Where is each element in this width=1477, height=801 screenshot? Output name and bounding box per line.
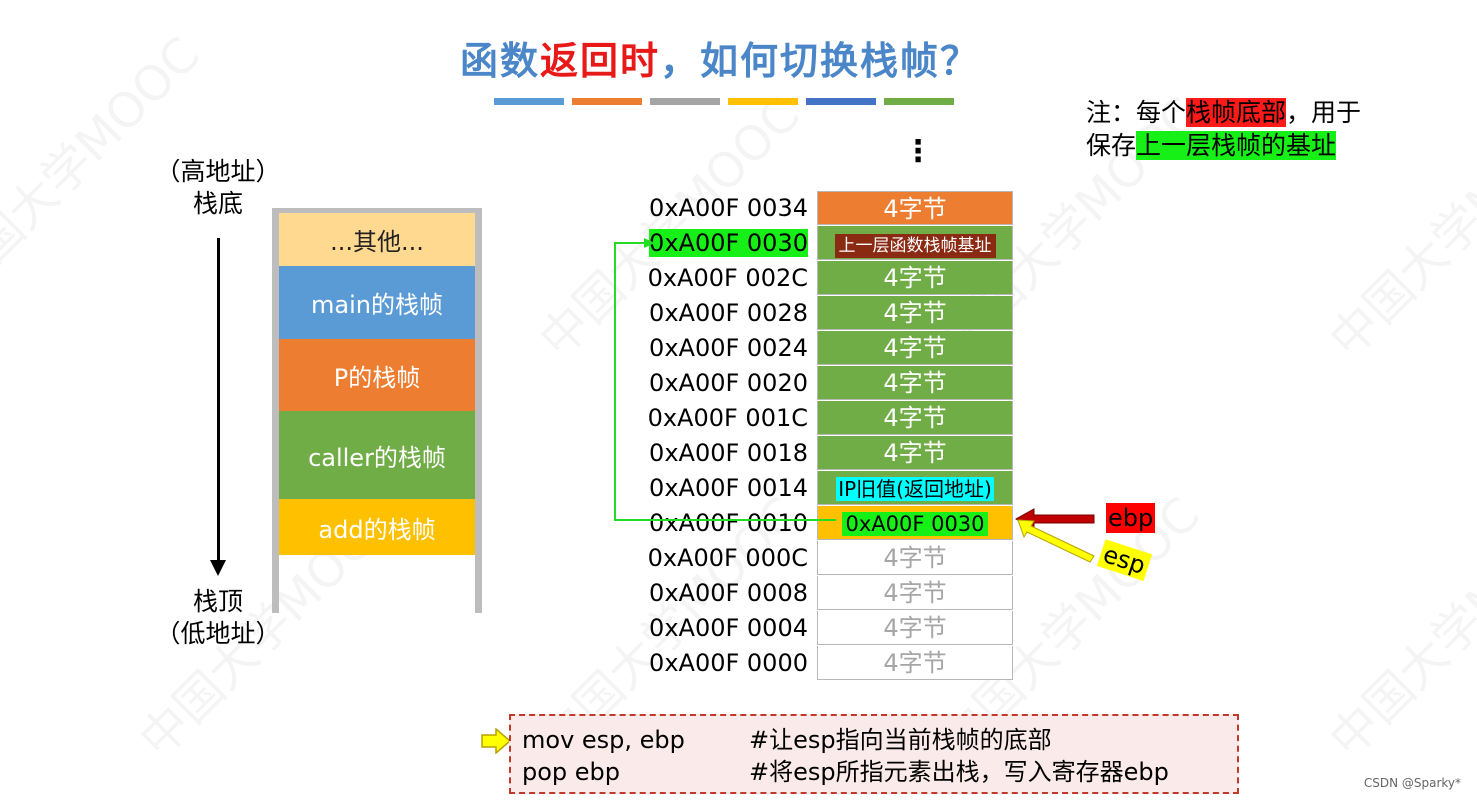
mem-cell: 4字节 xyxy=(817,436,1013,470)
link-arrow xyxy=(614,238,836,521)
note: 注：每个栈帧底部，用于 保存上一层栈帧的基址 xyxy=(1086,96,1361,162)
mem-cell-value: 4字节 xyxy=(883,544,947,572)
stack-bottom-label: 栈底 xyxy=(192,189,243,218)
mem-cell: 4字节 xyxy=(817,646,1013,680)
frame-label: main的栈帧 xyxy=(311,291,443,319)
pointer-arrows xyxy=(1014,508,1095,563)
ebp-label: ebp xyxy=(1106,503,1156,533)
title-bar xyxy=(806,98,876,105)
stack-post-right xyxy=(475,208,482,613)
mem-cell-value: 4字节 xyxy=(883,299,947,327)
title-bar xyxy=(650,98,720,105)
mem-address: 0xA00F 002C xyxy=(647,264,808,292)
frame-main: main的栈帧 xyxy=(279,266,475,339)
mem-address: 0xA00F 0010 xyxy=(649,509,808,537)
mem-cell-value: 4字节 xyxy=(883,439,947,467)
growth-arrow-head xyxy=(210,560,226,576)
code-line2-instr: pop ebp xyxy=(522,758,621,786)
mem-address: 0xA00F 0024 xyxy=(649,334,808,362)
title-bar xyxy=(494,98,564,105)
frame-p: P的栈帧 xyxy=(279,339,475,411)
mem-cell: 0xA00F 0030 xyxy=(817,506,1013,540)
mem-cell: 4字节 xyxy=(817,401,1013,435)
note-mid: ，用于 xyxy=(1286,98,1362,127)
mem-address-highlight: 0xA00F 0030 xyxy=(649,229,808,257)
svg-text:中国大学MOOC: 中国大学MOOC xyxy=(1319,487,1477,769)
mem-address: 0xA00F 0008 xyxy=(649,579,808,607)
page-title: 函数返回时，如何切换栈帧？ xyxy=(0,30,1440,85)
code-line2-comment: #将esp所指元素出栈，写入寄存器ebp xyxy=(749,758,1169,786)
current-line-arrow-icon xyxy=(481,728,512,754)
title-color-bars xyxy=(494,98,962,105)
code-line1-comment: #让esp指向当前栈帧的底部 xyxy=(749,726,1052,754)
mem-cell: 4字节 xyxy=(817,576,1013,610)
mem-address: 0xA00F 000C xyxy=(647,544,808,572)
mem-cell-value: 0xA00F 0030 xyxy=(842,512,988,536)
mem-cell-value: IP旧值(返回地址) xyxy=(836,477,994,501)
frame-label: caller的栈帧 xyxy=(308,443,446,472)
esp-arrow xyxy=(1017,519,1095,563)
note-highlight-green: 上一层栈帧的基址 xyxy=(1136,131,1337,160)
stack-top-rail xyxy=(272,208,482,213)
high-address-label: （高地址） xyxy=(155,157,281,186)
code-line1-instr: mov esp, ebp xyxy=(522,726,685,754)
frame-other: ...其他... xyxy=(279,213,475,266)
mem-address: 0xA00F 0028 xyxy=(649,299,808,327)
mem-cell-value: 4字节 xyxy=(883,195,947,223)
mem-address: 0xA00F 0000 xyxy=(649,649,808,677)
mem-address: 0xA00F 0014 xyxy=(649,474,808,502)
mem-cell-value: 4字节 xyxy=(883,404,947,432)
title-bar xyxy=(728,98,798,105)
code-box: mov esp, ebp #让esp指向当前栈帧的底部 pop ebp #将es… xyxy=(509,714,1239,794)
mem-cell-value: 4字节 xyxy=(883,369,947,397)
growth-arrow xyxy=(217,238,220,564)
mem-address: 0xA00F 0020 xyxy=(649,369,808,397)
mem-cell-value: 4字节 xyxy=(883,649,947,677)
frame-label: P的栈帧 xyxy=(333,363,421,392)
title-bar xyxy=(572,98,642,105)
mem-cell: 4字节 xyxy=(817,191,1013,225)
mem-cell-value: 4字节 xyxy=(883,579,947,607)
low-address-label: （低地址） xyxy=(155,619,281,648)
mem-address: 0xA00F 0030 xyxy=(618,226,808,260)
mem-address: 0xA00F 001C xyxy=(647,404,808,432)
mem-cell: 4字节 xyxy=(817,541,1013,575)
mem-cell: 4字节 xyxy=(817,611,1013,645)
frame-label: add的栈帧 xyxy=(318,515,436,544)
mem-cell-value: 4字节 xyxy=(883,614,947,642)
note-line2-prefix: 保存 xyxy=(1086,131,1137,160)
stack-top-label: 栈顶 xyxy=(192,587,243,616)
mem-address: 0xA00F 0018 xyxy=(649,439,808,467)
mem-cell: 4字节 xyxy=(817,261,1013,295)
frame-add: add的栈帧 xyxy=(279,499,475,555)
frame-label: ...其他... xyxy=(330,228,424,256)
mem-address: 0xA00F 0034 xyxy=(649,194,808,222)
mem-cell: 4字节 xyxy=(817,331,1013,365)
mem-cell-value: 上一层函数栈帧基址 xyxy=(834,234,996,258)
title-bar xyxy=(884,98,954,105)
note-highlight-red: 栈帧底部 xyxy=(1186,98,1287,127)
memory-ellipsis: ⋮ xyxy=(903,134,933,169)
frame-caller: caller的栈帧 xyxy=(279,411,475,499)
mem-cell-value: 4字节 xyxy=(883,334,947,362)
footer-credit: CSDN @Sparky* xyxy=(1363,776,1461,790)
mem-cell: IP旧值(返回地址) xyxy=(817,471,1013,505)
title-part1: 函数 xyxy=(459,39,540,83)
title-part3: ，如何切换栈帧？ xyxy=(660,39,981,83)
title-part2: 返回时 xyxy=(539,39,660,83)
stack-post-left xyxy=(272,208,279,613)
mem-cell-value: 4字节 xyxy=(883,264,947,292)
mem-cell: 上一层函数栈帧基址 xyxy=(817,226,1013,260)
mem-address: 0xA00F 0004 xyxy=(649,614,808,642)
mem-cell: 4字节 xyxy=(817,296,1013,330)
note-prefix: 注：每个 xyxy=(1086,98,1187,127)
mem-cell: 4字节 xyxy=(817,366,1013,400)
